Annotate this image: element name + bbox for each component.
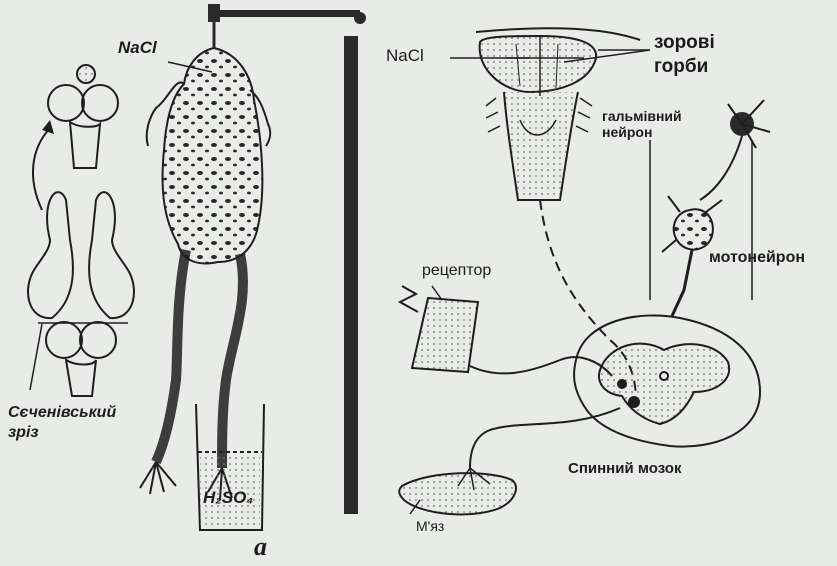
nacl-label-left: NaCl bbox=[118, 38, 157, 58]
motoneuron-label: мотонейрон bbox=[709, 249, 805, 267]
stand-top-clamp bbox=[208, 4, 220, 22]
brainstem bbox=[504, 92, 578, 200]
inhibitory-neuron-cell bbox=[700, 100, 770, 200]
frog-left-foot bbox=[140, 462, 176, 494]
frog-body bbox=[163, 48, 263, 263]
spinal-cord-label: Спинний мозок bbox=[568, 460, 681, 477]
receptor-label: рецептор bbox=[422, 262, 491, 280]
spinal-cord-section bbox=[574, 315, 760, 446]
sechenov-cut-label-line1: Сєченівський bbox=[8, 404, 116, 422]
full-brain bbox=[28, 192, 134, 396]
nacl-label-right: NaCl bbox=[386, 46, 424, 66]
inhibitory-neuron-label-line1: гальмівний bbox=[602, 108, 682, 124]
curved-arrow bbox=[33, 128, 50, 210]
stand-bar-horizontal bbox=[208, 10, 360, 17]
receptor-diagram bbox=[400, 286, 478, 372]
suspended-frog bbox=[140, 48, 270, 500]
cut-pointer bbox=[30, 324, 42, 390]
isolated-brain-top bbox=[48, 65, 118, 168]
stand-pole bbox=[344, 36, 358, 514]
skin-patch bbox=[412, 298, 478, 372]
muscle-label: М'яз bbox=[416, 518, 444, 534]
afferent-fiber bbox=[470, 357, 612, 376]
visual-tubercles-label-line2: горби bbox=[654, 56, 708, 78]
frog-brain-diagram bbox=[28, 65, 134, 396]
stand-knob bbox=[354, 12, 366, 24]
visual-tubercles-label-line1: зорові bbox=[654, 32, 715, 54]
sechenov-cut-label-line2: зріз bbox=[8, 424, 39, 442]
panel-letter: a bbox=[254, 532, 267, 562]
acid-beaker bbox=[196, 404, 264, 530]
interneuron-body-cord bbox=[618, 380, 626, 388]
curved-arrow-head bbox=[42, 120, 54, 134]
optic-lobes bbox=[480, 36, 597, 92]
muscle-diagram bbox=[399, 468, 516, 514]
neuron-inset bbox=[650, 100, 770, 316]
stimulus-zigzag bbox=[400, 286, 418, 312]
motoneuron-body-cord bbox=[629, 397, 639, 407]
inhibitory-neuron-label-line2: нейрон bbox=[602, 124, 652, 140]
acid-label: H₂SO₄ bbox=[203, 488, 253, 508]
frog-left-leg bbox=[156, 250, 186, 462]
frog-right-leg bbox=[222, 254, 243, 468]
efferent-fiber bbox=[470, 408, 620, 468]
